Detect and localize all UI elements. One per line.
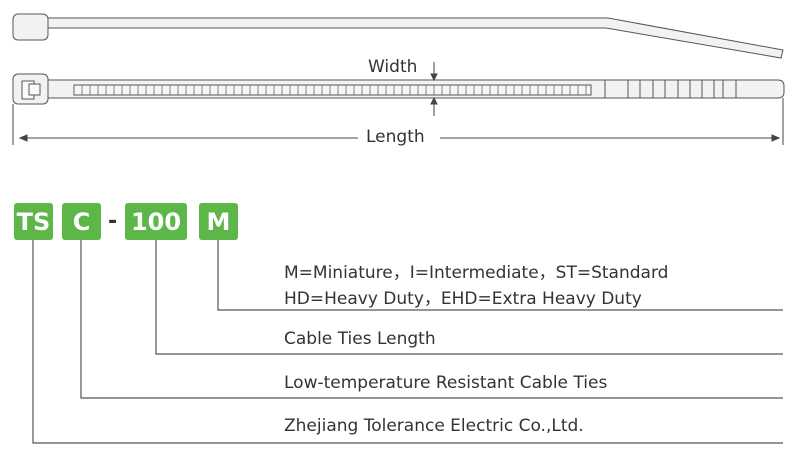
code-segment-m: M	[199, 203, 238, 240]
legend-m-line-1: M=Miniature，I=Intermediate，ST=Standard	[284, 263, 669, 283]
leader-line-100	[155, 240, 783, 355]
leader-lines	[32, 240, 783, 444]
length-dimension	[12, 98, 784, 145]
legend-100: Cable Ties Length	[284, 329, 436, 349]
legend-c: Low-temperature Resistant Cable Ties	[284, 373, 608, 393]
legend-m-line-2: HD=Heavy Duty，EHD=Extra Heavy Duty	[284, 289, 642, 309]
cable-tie-top-view	[12, 73, 785, 105]
legend-ts: Zhejiang Tolerance Electric Co.,Ltd.	[284, 416, 584, 436]
leader-line-m	[217, 240, 783, 311]
cable-tie-side-view	[12, 13, 784, 59]
leader-line-ts	[32, 240, 783, 444]
width-label: Width	[368, 57, 418, 77]
code-separator: -	[108, 209, 118, 234]
leader-line-c	[80, 240, 783, 399]
code-segment-c: C	[62, 203, 101, 240]
code-segment-ts: TS	[14, 203, 53, 240]
width-arrows	[430, 62, 438, 116]
length-label: Length	[366, 127, 425, 147]
code-segment-100: 100	[125, 203, 187, 240]
